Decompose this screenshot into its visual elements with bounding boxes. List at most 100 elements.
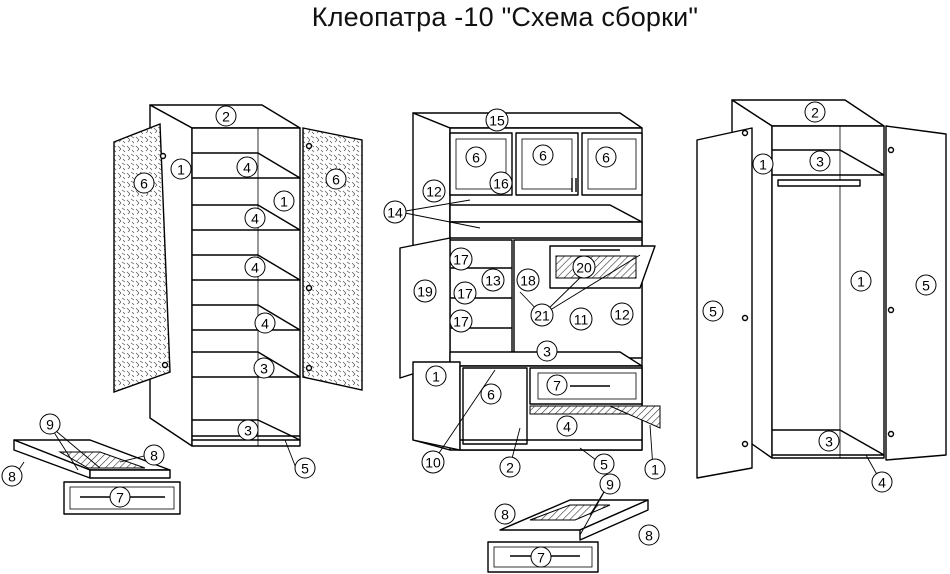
callout-number: 1	[857, 274, 865, 290]
callout-circle	[593, 453, 615, 475]
callout-number: 17	[457, 286, 473, 302]
part-callout-5: 5	[593, 453, 615, 475]
callout-number: 4	[563, 419, 571, 435]
callout-number: 2	[811, 105, 819, 121]
callout-number: 2	[222, 109, 230, 125]
callout-circle	[254, 312, 276, 334]
part-callout-17: 17	[449, 309, 473, 333]
callout-circle	[752, 153, 774, 175]
part-callout-3: 3	[809, 150, 831, 172]
callout-number: 8	[8, 469, 16, 485]
center-buffet	[399, 112, 661, 451]
callout-circle	[465, 146, 487, 168]
callout-number: 3	[825, 434, 833, 450]
callout-number: 9	[606, 477, 614, 493]
part-callout-6: 6	[325, 168, 347, 190]
callout-number: 8	[645, 528, 653, 544]
callout-circle	[170, 158, 192, 180]
callout-circle	[485, 108, 509, 132]
part-callout-19: 19	[413, 279, 437, 303]
callout-number: 5	[709, 304, 717, 320]
part-callout-12: 12	[422, 179, 446, 203]
part-callout-9: 9	[599, 473, 621, 495]
part-callout-17: 17	[453, 281, 477, 305]
part-callout-11: 11	[569, 307, 593, 331]
callout-circle	[489, 171, 513, 195]
part-callout-7: 7	[546, 374, 568, 396]
callout-circle	[244, 256, 266, 278]
callout-number: 6	[472, 150, 480, 166]
callout-number: 4	[251, 260, 259, 276]
callout-circle	[702, 300, 724, 322]
callout-number: 12	[614, 307, 630, 323]
callout-circle	[915, 274, 937, 296]
callout-number: 6	[140, 176, 148, 192]
callout-circle	[143, 444, 165, 466]
callout-number: 1	[432, 369, 440, 385]
callout-number: 3	[816, 154, 824, 170]
callout-number: 4	[878, 475, 886, 491]
part-callout-6: 6	[133, 172, 155, 194]
part-callout-6: 6	[480, 383, 502, 405]
callout-number: 17	[453, 314, 469, 330]
callout-number: 7	[553, 378, 561, 394]
callout-circle	[425, 365, 447, 387]
callout-number: 12	[426, 184, 442, 200]
callout-number: 6	[487, 387, 495, 403]
callout-number: 10	[425, 455, 441, 471]
callout-circle	[383, 200, 407, 224]
part-callout-4: 4	[254, 312, 276, 334]
callout-circle	[499, 456, 521, 478]
callout-circle	[39, 413, 61, 435]
part-callout-16: 16	[489, 171, 513, 195]
callout-circle	[273, 190, 295, 212]
part-callout-1: 1	[850, 270, 872, 292]
part-callout-8: 8	[638, 524, 660, 546]
part-callout-3: 3	[818, 430, 840, 452]
callout-number: 1	[177, 162, 185, 178]
part-callout-4: 4	[236, 156, 258, 178]
callout-circle	[133, 172, 155, 194]
callout-number: 7	[537, 550, 545, 566]
part-callout-7: 7	[109, 486, 131, 508]
callout-circle	[804, 101, 826, 123]
callout-circle	[595, 146, 617, 168]
part-callout-8: 8	[1, 465, 23, 487]
callout-circle	[530, 303, 554, 327]
callout-number: 5	[922, 278, 930, 294]
callout-circle	[516, 268, 540, 292]
callout-circle	[494, 503, 516, 525]
callout-circle	[599, 473, 621, 495]
callout-number: 4	[251, 211, 259, 227]
part-callout-1: 1	[752, 153, 774, 175]
callout-circle	[109, 486, 131, 508]
callout-number: 6	[539, 148, 547, 164]
callout-number: 6	[332, 172, 340, 188]
callout-circle	[818, 430, 840, 452]
part-callout-6: 6	[465, 146, 487, 168]
left-wardrobe	[113, 104, 363, 447]
callout-number: 13	[485, 273, 501, 289]
callout-circle	[413, 279, 437, 303]
callout-number: 4	[243, 160, 251, 176]
right-wardrobe	[696, 99, 947, 479]
callout-circle	[449, 309, 473, 333]
callout-number: 4	[261, 316, 269, 332]
part-callout-5: 5	[702, 300, 724, 322]
part-callout-3: 3	[253, 357, 275, 379]
part-callout-12: 12	[610, 302, 634, 326]
callout-circle	[449, 247, 473, 271]
callout-number: 3	[543, 344, 551, 360]
part-callout-1: 1	[170, 158, 192, 180]
callout-number: 3	[260, 361, 268, 377]
callout-circle	[480, 383, 502, 405]
callout-number: 11	[574, 312, 589, 328]
part-callout-2: 2	[499, 456, 521, 478]
callout-number: 9	[46, 417, 54, 433]
callout-circle	[569, 307, 593, 331]
callout-number: 7	[116, 490, 124, 506]
callout-number: 2	[506, 460, 514, 476]
callout-number: 1	[280, 194, 288, 210]
